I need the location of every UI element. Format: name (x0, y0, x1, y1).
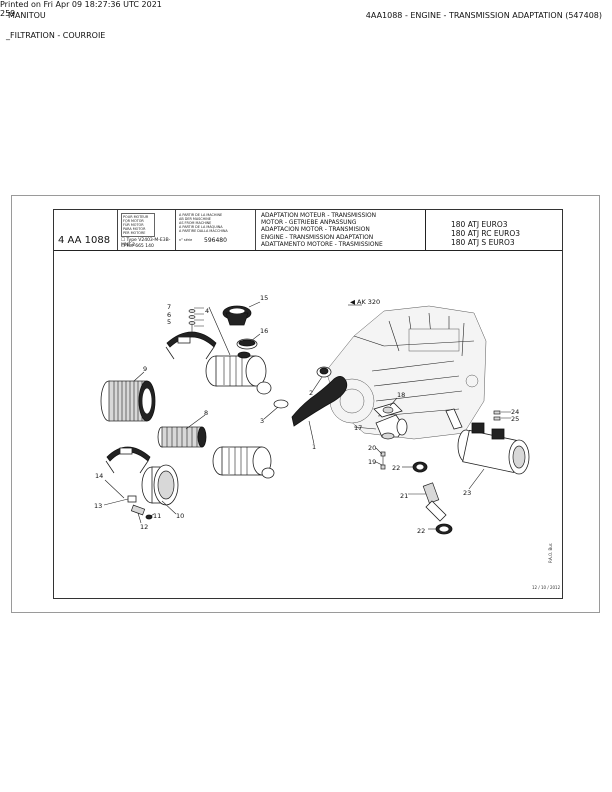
exhaust-silencer (445, 408, 530, 475)
adaptation-titles: ADAPTATION MOTEUR - TRANSMISSION MOTOR -… (261, 213, 383, 249)
housing-clamp-lower (105, 446, 151, 474)
ref-item: A PARTIRE DALLA MACCHINA (179, 229, 228, 233)
model-item: 180 ATJ RC EURO3 (451, 229, 520, 238)
callout-number: 23 (463, 489, 471, 497)
adaptation-cell: ADAPTATION MOTEUR - TRANSMISSION MOTOR -… (256, 210, 426, 250)
checkbox-icon: ☐ (121, 244, 126, 249)
callout-number: 1 (312, 443, 316, 451)
adaptation-line: ADAPTACION MOTOR - TRANSMISION (261, 227, 370, 234)
callout-number: 19 (368, 458, 376, 466)
callout-number: 4 (205, 307, 209, 315)
callout-number: 12 (140, 523, 148, 531)
callout-number: 11 (153, 512, 161, 520)
cap-clamp-ring (236, 338, 258, 350)
title-block: 4 AA 1088 POUR MOTEUR FOR MOTOR FÜR MOTO… (54, 210, 562, 251)
small-bolts (380, 451, 386, 470)
revision-stamp: P.A.O. Bur. (548, 543, 553, 563)
hose-clamp-lower (435, 523, 453, 535)
plate-code: 4 AA 1088 (58, 235, 111, 246)
document-title: 4AA1088 - ENGINE - TRANSMISSION ADAPTATI… (365, 11, 602, 20)
dust-cover (141, 464, 179, 506)
callout-number: 17 (354, 424, 362, 432)
ref-item: AS FROM MACHINE (179, 221, 212, 225)
intake-elbow (375, 414, 408, 440)
engine-flange (373, 402, 403, 418)
serial-label: n° série (179, 238, 193, 242)
lang-item: PER MOTORE (123, 231, 146, 235)
model-item: 180 ATJ S EURO3 (451, 238, 515, 247)
brand-name: MANITOU (8, 11, 46, 20)
callout-leaders (103, 301, 511, 530)
parts-plate: 4 AA 1088 POUR MOTEUR FOR MOTOR FÜR MOTO… (53, 209, 563, 599)
rubber-inlet-cap (222, 305, 252, 326)
section-title: _FILTRATION - COURROIE (6, 31, 106, 40)
hose-clamp-upper (412, 461, 428, 473)
adaptation-line: MOTOR - GETRIEBE ANPASSUNG (261, 220, 357, 227)
adaptation-line: ENGINE - TRANSMISSION ADAPTATION (261, 234, 374, 241)
serial-number: 596480 (204, 237, 227, 244)
callout-number: 7 (167, 303, 171, 311)
callout-number: 15 (260, 294, 268, 302)
pipe-connector (422, 482, 447, 522)
type-label: Type (126, 238, 137, 243)
ref-item: A PARTIR DE LA MÁQUINA (179, 225, 223, 229)
callout-number: 8 (204, 409, 208, 417)
lang-item: FOR MOTOR (123, 219, 144, 223)
engine-ref: ☐ Ref 665 140 (121, 244, 154, 249)
callout-number: 22 (417, 527, 425, 535)
callout-number: 13 (94, 502, 102, 510)
callout-number: 21 (400, 492, 408, 500)
callout-number: 2 (309, 389, 313, 397)
engine-illustration (325, 305, 487, 440)
housing-clamp-upper (165, 331, 217, 360)
ref-item: AB DER MASCHINE (179, 217, 211, 221)
callout-number: 20 (368, 444, 376, 452)
callout-number: 22 (392, 464, 400, 472)
language-list: POUR MOTEUR FOR MOTOR FÜR MOTOR PARA MOT… (121, 213, 155, 237)
machine-ref-cell: A PARTIR DE LA MACHINE AB DER MASCHINE A… (176, 210, 256, 250)
adaptation-line: ADAPTATION MOTEUR - TRANSMISSION (261, 213, 377, 219)
callout-number: 16 (260, 327, 268, 335)
printed-timestamp: Printed on Fri Apr 09 18:27:36 UTC 2021 (0, 0, 162, 9)
callout-number: 9 (143, 365, 147, 373)
lang-item: POUR MOTEUR (123, 215, 149, 219)
model-item: 180 ATJ EURO3 (451, 220, 508, 229)
engine-type-cell: POUR MOTEUR FOR MOTOR FÜR MOTOR PARA MOT… (118, 210, 176, 250)
parts-plate-frame: 4 AA 1088 POUR MOTEUR FOR MOTOR FÜR MOTO… (11, 195, 600, 613)
engine-ref-label: ◀ (350, 298, 355, 306)
date-stamp: 12 / 10 / 2012 (532, 585, 561, 590)
plate-code-cell: 4 AA 1088 (54, 210, 118, 250)
air-filter-housing-lower (212, 446, 275, 479)
intake-hose (273, 366, 348, 427)
air-filter-housing-upper (205, 351, 272, 395)
exploded-parts-drawing: ◀ AK 320 (94, 294, 561, 590)
callout-number: 18 (397, 391, 405, 399)
page-number: 259 (0, 9, 16, 18)
type-value: V2403-M-E3B-MNT-2 (121, 238, 171, 248)
callout-number: 25 (511, 415, 519, 423)
ref-item: A PARTIR DE LA MACHINE (179, 213, 223, 217)
callout-number: 14 (95, 472, 103, 480)
callout-number: 3 (260, 417, 264, 425)
callout-number: 6 (167, 311, 171, 319)
checkbox-icon: ☐ (121, 238, 126, 243)
callout-number: 5 (167, 318, 171, 326)
callout-number: 10 (176, 512, 184, 520)
ref-value: 665 140 (135, 244, 154, 249)
bolt-stack (188, 309, 196, 335)
callout-number: 24 (511, 408, 519, 416)
machine-ref-list: A PARTIR DE LA MACHINE AB DER MASCHINE A… (179, 213, 228, 233)
lang-item: FÜR MOTOR (123, 223, 144, 227)
filter-element-inner (157, 426, 207, 448)
filter-element-outer (100, 380, 156, 422)
engine-type: ☐ Type V2403-M-E3B-MNT-2 (121, 238, 175, 248)
silencer-bolts (493, 410, 501, 421)
lang-item: PARA MOTOR (123, 227, 146, 231)
model-list: 180 ATJ EURO3 180 ATJ RC EURO3 180 ATJ S… (451, 220, 520, 247)
engine-ref-label: AK 320 (357, 298, 380, 306)
adaptation-line: ADATTAMENTO MOTORE - TRASMISSIONE (261, 241, 383, 248)
models-cell: 180 ATJ EURO3 180 ATJ RC EURO3 180 ATJ S… (426, 210, 562, 250)
ref-label: Ref (126, 244, 134, 249)
